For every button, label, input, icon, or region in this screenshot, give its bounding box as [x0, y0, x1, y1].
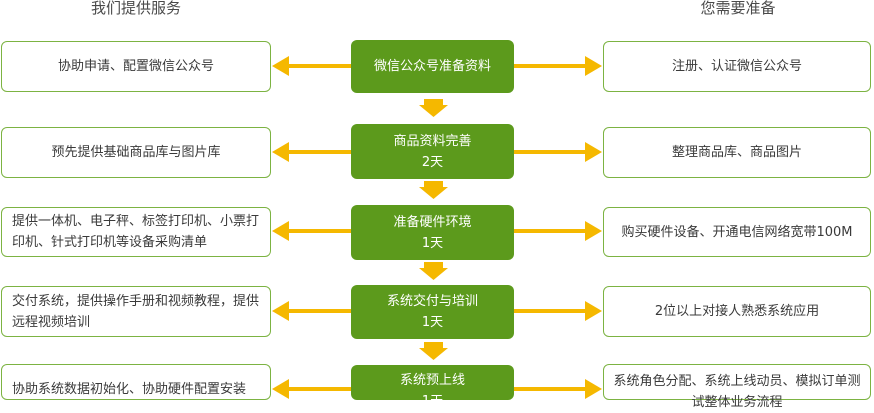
center-step-box-3: 准备硬件环境 1天	[351, 205, 514, 260]
center-step-box-1: 微信公众号准备资料	[351, 40, 514, 93]
left-column-header: 我们提供服务	[90, 0, 181, 17]
left-service-text-1: 协助申请、配置微信公众号	[57, 59, 214, 74]
right-prep-text-5: 系统角色分配、系统上线动员、模拟订单测试整体业务流程	[613, 374, 861, 410]
arrow-left-1	[272, 56, 351, 76]
left-service-box-5: 协助系统数据初始化、协助硬件配置安装	[1, 364, 271, 400]
left-service-box-2: 预先提供基础商品库与图片库	[1, 127, 271, 178]
center-step-title-1: 微信公众号准备资料	[373, 59, 491, 74]
arrow-down-4	[419, 342, 448, 360]
right-prep-box-1: 注册、认证微信公众号	[603, 41, 871, 92]
center-step-duration-2: 2天	[421, 154, 444, 170]
left-service-text-4: 交付系统，提供操作手册和视频教程，提供远程视频培训	[12, 293, 260, 330]
arrow-right-3	[514, 221, 602, 241]
center-step-title-2: 商品资料完善	[393, 133, 472, 149]
arrow-right-1	[514, 56, 602, 76]
left-service-box-3: 提供一体机、电子秤、标签打印机、小票打印机、针式打印机等设备采购清单	[1, 207, 271, 257]
center-step-title-5: 系统预上线	[399, 373, 465, 388]
arrow-down-3	[419, 262, 448, 280]
left-service-box-1: 协助申请、配置微信公众号	[1, 41, 271, 92]
center-step-box-2: 商品资料完善 2天	[351, 124, 514, 179]
right-column-header: 您需要准备	[700, 0, 776, 17]
right-prep-text-3: 购买硬件设备、开通电信网络宽带100M	[621, 224, 853, 240]
right-prep-box-5: 系统角色分配、系统上线动员、模拟订单测试整体业务流程	[603, 364, 871, 410]
arrow-down-1	[419, 99, 448, 117]
left-service-text-3: 提供一体机、电子秤、标签打印机、小票打印机、针式打印机等设备采购清单	[12, 214, 260, 250]
connector-arrows	[272, 56, 602, 399]
arrow-left-5	[272, 379, 351, 399]
center-step-box-4: 系统交付与培训 1天	[351, 285, 514, 339]
center-step-box-5: 系统预上线 1天	[351, 365, 514, 409]
right-prep-box-3: 购买硬件设备、开通电信网络宽带100M	[603, 207, 871, 257]
left-service-box-4: 交付系统，提供操作手册和视频教程，提供远程视频培训	[1, 286, 271, 337]
right-prep-box-4: 2位以上对接人熟悉系统应用	[603, 286, 871, 337]
right-prep-box-2: 整理商品库、商品图片	[603, 127, 871, 178]
center-step-duration-4: 1天	[421, 315, 444, 330]
center-step-title-4: 系统交付与培训	[386, 294, 478, 309]
arrow-down-2	[419, 181, 448, 199]
arrow-left-2	[272, 142, 351, 162]
arrow-left-3	[272, 221, 351, 241]
arrow-right-2	[514, 142, 602, 162]
right-prep-text-2: 整理商品库、商品图片	[671, 145, 802, 160]
arrow-right-5	[514, 379, 602, 399]
right-prep-text-4: 2位以上对接人熟悉系统应用	[654, 304, 820, 319]
left-service-text-5: 协助系统数据初始化、协助硬件配置安装	[12, 382, 247, 397]
left-service-text-2: 预先提供基础商品库与图片库	[51, 145, 221, 160]
center-step-title-3: 准备硬件环境	[393, 214, 472, 230]
right-prep-text-1: 注册、认证微信公众号	[671, 59, 802, 74]
center-step-duration-5: 1天	[421, 394, 444, 409]
center-step-duration-3: 1天	[421, 235, 444, 251]
arrow-left-4	[272, 301, 351, 321]
arrow-right-4	[514, 301, 602, 321]
